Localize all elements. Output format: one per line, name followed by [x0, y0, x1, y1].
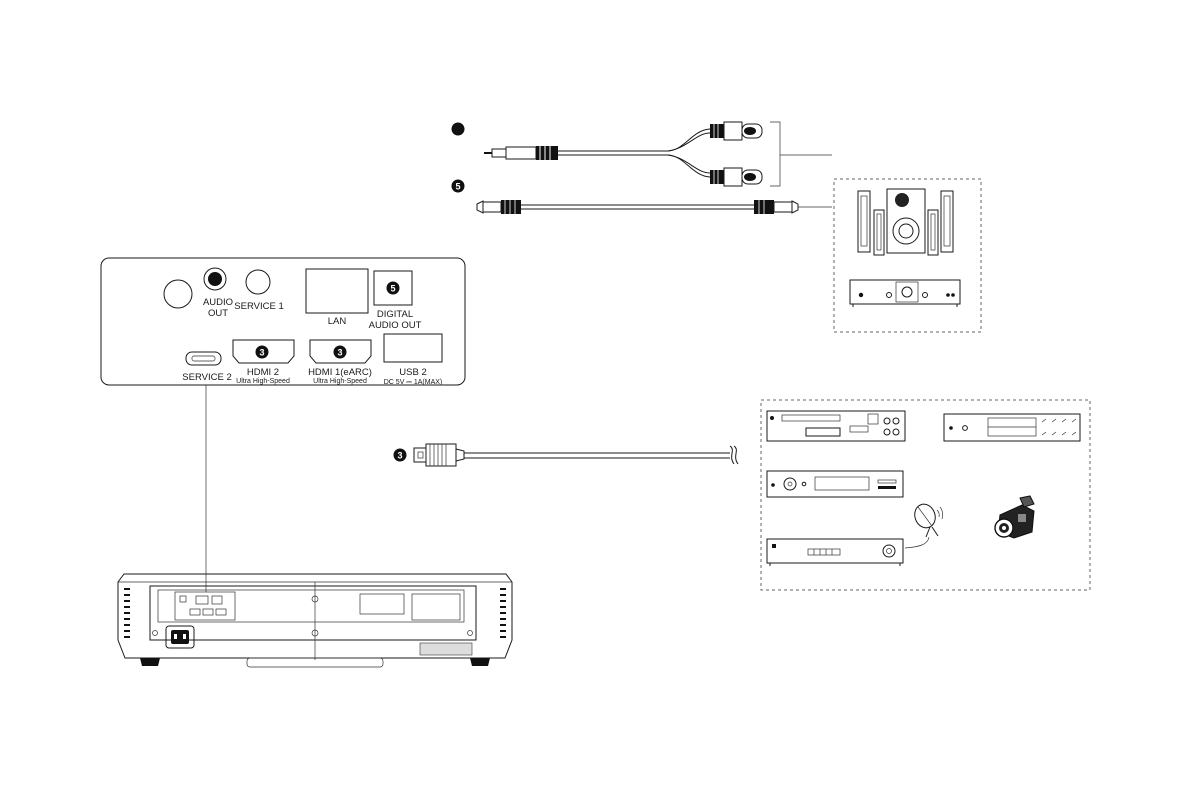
service2-port [186, 352, 221, 365]
projector-rear-icon [118, 574, 512, 667]
satellite-dish-icon [905, 501, 943, 548]
lan-port [306, 269, 368, 313]
service2-label: SERVICE 2 [182, 372, 231, 383]
round-port [164, 280, 192, 308]
speaker-system-icon [858, 189, 953, 255]
service1-label: SERVICE 1 [234, 301, 283, 312]
amplifier-icon [850, 280, 960, 307]
svg-text:5: 5 [455, 182, 460, 192]
usb2-sublabel: DC 5V ⎓ 1A(MAX) [384, 379, 443, 386]
hdmi1-sublabel: Ultra High-Speed [313, 378, 367, 385]
dvd-recorder-icon [767, 411, 905, 441]
av-receiver-icon [767, 539, 903, 566]
svg-text:3: 3 [397, 451, 402, 461]
audio-cable-bullet [452, 123, 465, 136]
service1-port [246, 270, 270, 294]
lan-label: LAN [328, 316, 347, 327]
hdmi2-sublabel: Ultra High-Speed [236, 378, 290, 385]
usb2-port [384, 334, 442, 362]
set-top-box-icon [767, 471, 903, 497]
usb2-label: USB 2 [399, 367, 426, 378]
digital-audio-out-label-2: AUDIO OUT [369, 320, 422, 331]
optical-cable-icon: 5 [452, 180, 833, 215]
hdmi2-badge: 3 [259, 348, 264, 358]
camcorder-icon [995, 496, 1034, 538]
audio-out-label: AUDIO [203, 297, 233, 308]
hdmi2-label: HDMI 2 [247, 367, 279, 378]
audio-cable-icon [452, 122, 833, 186]
cd-player-icon [944, 414, 1080, 441]
optical-port-badge: 5 [390, 284, 395, 294]
hdmi-cable-icon: 3 [394, 444, 739, 466]
audio-out-label-2: OUT [208, 308, 228, 319]
connector-panel: AUDIO OUT SERVICE 1 LAN 5 DIGITAL AUDIO … [101, 258, 465, 386]
hdmi1-label: HDMI 1(eARC) [308, 367, 372, 378]
digital-audio-out-label: DIGITAL [377, 309, 413, 320]
hdmi1-badge: 3 [337, 348, 342, 358]
